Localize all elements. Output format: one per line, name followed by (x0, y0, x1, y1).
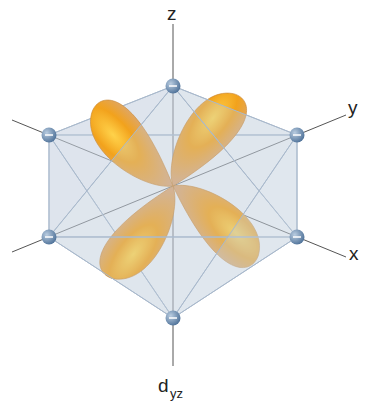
orbital-subscript: yz (170, 387, 183, 400)
axis-label: z (167, 4, 177, 23)
axis-lines (12, 24, 346, 366)
axis-label: y (348, 98, 358, 117)
ligand-spheres (42, 79, 305, 326)
octahedron (49, 86, 297, 318)
octahedron-front (49, 86, 297, 318)
orbital-label: d (158, 376, 169, 395)
axis-label: x (349, 244, 359, 263)
